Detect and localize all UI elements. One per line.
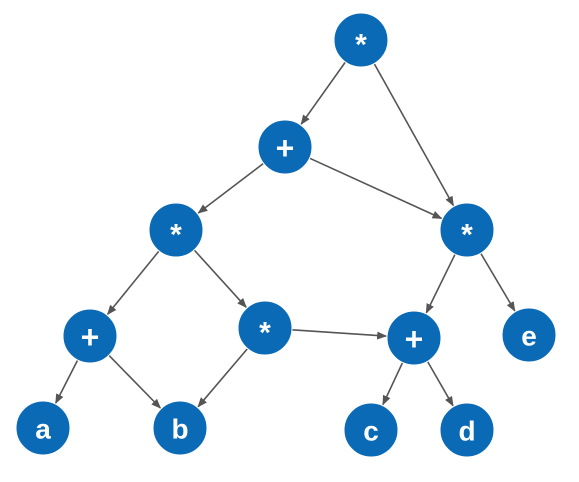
node-n_add_1: +	[257, 119, 313, 175]
node-circle	[62, 308, 118, 364]
edge-n_add_left-to-n_b	[108, 354, 162, 409]
node-label: *	[355, 29, 367, 62]
node-circle	[343, 402, 399, 458]
edge-n_mul_left-to-n_mul_mid	[193, 249, 247, 309]
edge-n_mul_mid-to-n_add_right	[291, 329, 388, 340]
edge-n_mul_left-to-n_add_left	[106, 250, 160, 316]
node-label: *	[170, 219, 182, 252]
node-n_d: d	[439, 402, 495, 458]
node-circle	[237, 300, 293, 356]
node-label: a	[35, 414, 51, 445]
node-n_e: e	[501, 307, 557, 363]
node-n_mul_mid: *	[237, 300, 293, 356]
edge-n_mul_right-to-n_add_right	[425, 253, 456, 314]
node-circle	[257, 119, 313, 175]
node-circle	[148, 202, 204, 258]
nodes-layer: * + * * + * + e a b c d	[15, 12, 557, 458]
node-label: +	[81, 319, 100, 355]
edge-n_mul_top-to-n_add_1	[300, 61, 347, 126]
edge-n_mul_right-to-n_e	[480, 252, 516, 312]
node-label: +	[405, 321, 424, 357]
node-n_a: a	[15, 400, 71, 456]
node-n_add_right: +	[386, 310, 442, 366]
edge-n_add_1-to-n_mul_left	[197, 162, 264, 214]
edge-n_add_right-to-n_c	[382, 362, 404, 406]
node-circle	[501, 307, 557, 363]
node-label: *	[259, 317, 271, 350]
edge-n_mul_mid-to-n_b	[197, 348, 249, 408]
node-n_mul_left: *	[148, 202, 204, 258]
node-circle	[386, 310, 442, 366]
edge-n_add_1-to-n_mul_right	[309, 157, 443, 220]
node-label: b	[171, 414, 188, 445]
node-n_mul_right: *	[439, 202, 495, 258]
node-circle	[152, 400, 208, 456]
node-n_b: b	[152, 400, 208, 456]
edge-n_add_left-to-n_a	[54, 359, 79, 404]
node-n_add_left: +	[62, 308, 118, 364]
node-n_mul_top: *	[333, 12, 389, 68]
node-label: d	[458, 416, 475, 447]
edge-n_add_right-to-n_d	[426, 361, 454, 407]
node-circle	[439, 402, 495, 458]
node-label: e	[521, 321, 537, 352]
node-circle	[333, 12, 389, 68]
node-circle	[15, 400, 71, 456]
node-label: c	[363, 416, 379, 447]
node-n_c: c	[343, 402, 399, 458]
edges-layer	[54, 61, 516, 409]
node-circle	[439, 202, 495, 258]
node-label: +	[276, 130, 295, 166]
edge-n_mul_top-to-n_mul_right	[373, 63, 455, 207]
node-label: *	[461, 219, 473, 252]
